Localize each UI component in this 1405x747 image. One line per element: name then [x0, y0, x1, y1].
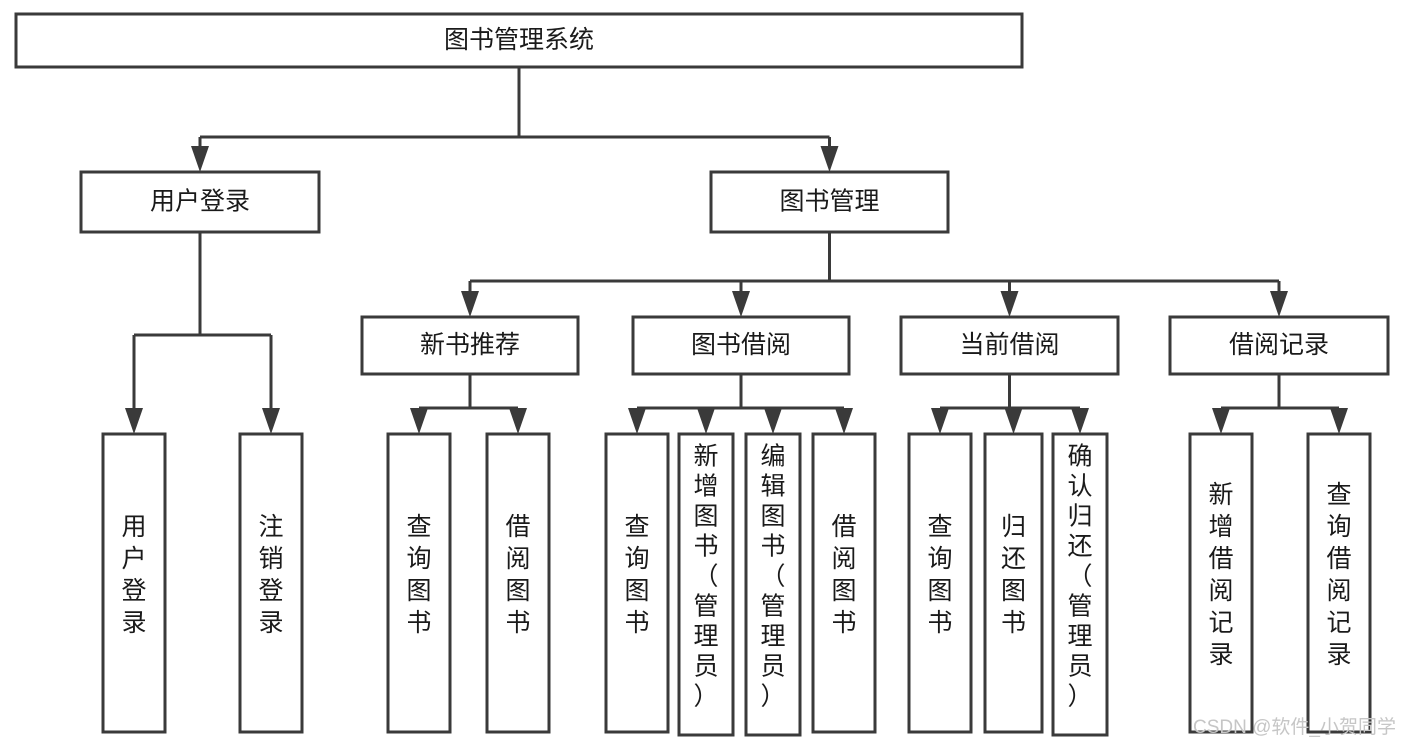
node-box: [811, 432, 877, 734]
node-label: 注销登录: [258, 513, 283, 637]
arrow-head: [1071, 408, 1089, 434]
node-layer: 图书管理系统用户登录图书管理新书推荐图书借阅当前借阅借阅记录用户登录注销登录查询…: [14, 12, 1390, 737]
node-box: [744, 432, 802, 737]
node-box: [899, 315, 1120, 376]
node-leaf-borrow-book-rec[interactable]: 借阅图书: [485, 432, 551, 734]
node-book-manage[interactable]: 图书管理: [709, 170, 950, 234]
node-root[interactable]: 图书管理系统: [14, 12, 1024, 69]
arrow-head: [1270, 291, 1288, 317]
node-box: [1051, 432, 1109, 737]
node-label: 查询图书: [406, 513, 431, 637]
node-leaf-user-login[interactable]: 用户登录: [101, 432, 167, 734]
arrow-head: [732, 291, 750, 317]
node-borrow-record[interactable]: 借阅记录: [1168, 315, 1390, 376]
arrow-head: [764, 408, 782, 434]
node-new-book-recommend[interactable]: 新书推荐: [360, 315, 580, 376]
node-label: 查询图书: [624, 513, 649, 637]
node-label: 用户登录: [121, 513, 146, 637]
node-leaf-add-book[interactable]: 新增图书（管理员）: [677, 432, 735, 737]
arrow-head: [461, 291, 479, 317]
node-leaf-logout[interactable]: 注销登录: [238, 432, 304, 734]
node-box: [907, 432, 973, 734]
csdn-watermark: CSDN @软件_小贺同学: [1193, 716, 1396, 738]
node-book-borrow[interactable]: 图书借阅: [631, 315, 851, 376]
node-leaf-borrow-book-br[interactable]: 借阅图书: [811, 432, 877, 734]
node-box: [79, 170, 321, 234]
arrow-head: [931, 408, 949, 434]
node-label: 借阅记录: [1229, 331, 1329, 359]
node-leaf-query-book-br[interactable]: 查询图书: [604, 432, 670, 734]
node-label: 借阅图书: [505, 513, 530, 637]
node-label: 当前借阅: [959, 331, 1059, 359]
arrow-head: [1004, 408, 1023, 434]
node-leaf-query-book-cb[interactable]: 查询图书: [907, 432, 973, 734]
node-label: 查询借阅记录: [1326, 481, 1351, 669]
node-box: [238, 432, 304, 734]
node-leaf-return-book[interactable]: 归还图书: [983, 432, 1044, 734]
node-label: 图书借阅: [691, 331, 791, 359]
arrow-head: [820, 146, 839, 172]
node-box: [1168, 315, 1390, 376]
arrow-head: [262, 408, 280, 434]
node-leaf-query-record[interactable]: 查询借阅记录: [1306, 432, 1372, 734]
arrow-head: [125, 408, 143, 434]
node-box: [677, 432, 735, 737]
arrow-head: [1000, 291, 1019, 317]
arrow-head: [1212, 408, 1230, 434]
node-label: 用户登录: [150, 188, 250, 216]
node-box: [983, 432, 1044, 734]
node-label: 新书推荐: [420, 331, 520, 359]
node-leaf-add-record[interactable]: 新增借阅记录: [1188, 432, 1254, 734]
node-label: 新增借阅记录: [1208, 481, 1233, 669]
arrow-head: [191, 146, 209, 172]
arrow-head: [628, 408, 646, 434]
node-box: [360, 315, 580, 376]
node-label: 借阅图书: [831, 513, 856, 637]
arrow-head: [835, 408, 853, 434]
node-box: [1188, 432, 1254, 734]
node-leaf-edit-book[interactable]: 编辑图书（管理员）: [744, 432, 802, 737]
node-label: 查询图书: [927, 513, 952, 637]
node-label: 归还图书: [1001, 513, 1026, 637]
node-box: [604, 432, 670, 734]
node-user-login[interactable]: 用户登录: [79, 170, 321, 234]
node-label: 图书管理系统: [444, 26, 594, 54]
node-box: [631, 315, 851, 376]
node-label: 确认归还（管理员）: [1067, 443, 1092, 711]
node-box: [1306, 432, 1372, 734]
arrow-head: [410, 408, 428, 434]
node-box: [485, 432, 551, 734]
node-label: 图书管理: [779, 188, 879, 216]
node-label: 新增图书（管理员）: [693, 443, 718, 711]
arrow-head: [697, 408, 715, 434]
node-leaf-query-book-rec[interactable]: 查询图书: [386, 432, 452, 734]
node-label: 编辑图书（管理员）: [760, 443, 785, 711]
connector-layer: [125, 67, 1348, 434]
node-box: [14, 12, 1024, 69]
node-box: [101, 432, 167, 734]
node-current-borrow[interactable]: 当前借阅: [899, 315, 1120, 376]
arrow-head: [1330, 408, 1348, 434]
node-box: [709, 170, 950, 234]
arrow-head: [509, 408, 527, 434]
node-box: [386, 432, 452, 734]
node-leaf-confirm-return[interactable]: 确认归还（管理员）: [1051, 432, 1109, 737]
